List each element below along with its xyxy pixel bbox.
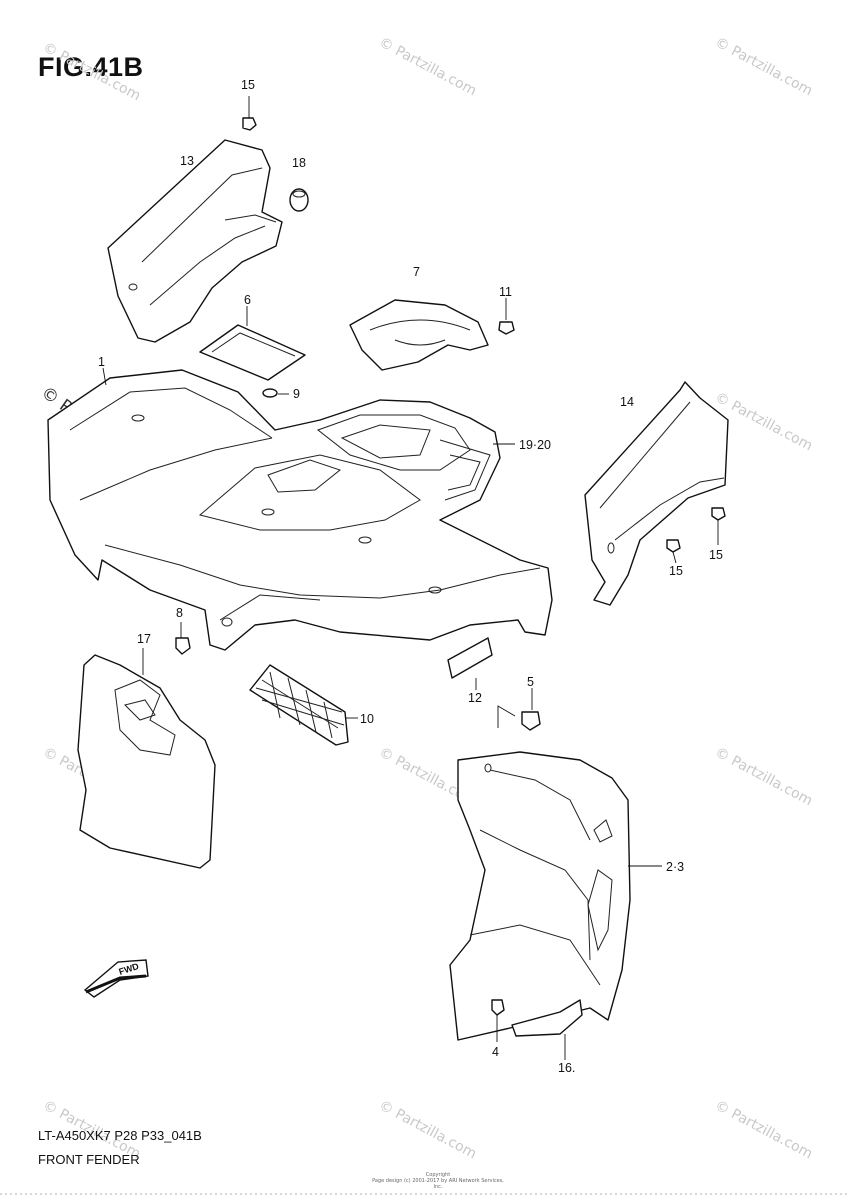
- callout-9: 9: [293, 387, 300, 401]
- part-15-bolt-top: [242, 96, 257, 131]
- watermark: © Partzilla.com: [376, 34, 479, 99]
- callout-13: 13: [180, 154, 194, 168]
- section-name: FRONT FENDER: [38, 1152, 140, 1167]
- callout-18: 18: [292, 156, 306, 170]
- fig-title: FIG.41B: [38, 52, 144, 82]
- callout-5: 5: [527, 675, 534, 689]
- watermark: © Partzilla.com: [40, 39, 143, 104]
- part-16-trim: [511, 999, 583, 1060]
- part-13-left-side-cover: [107, 139, 283, 343]
- callout-15-right: 15: [709, 548, 723, 562]
- callout-15-lower: 15: [669, 564, 683, 578]
- callout-10: 10: [360, 712, 374, 726]
- part-17-mud-guard: [77, 648, 216, 869]
- part-8-clip: [175, 622, 191, 655]
- callout-15: 15: [241, 78, 255, 92]
- part-14-right-side-cover: [584, 381, 729, 606]
- callout-8: 8: [176, 606, 183, 620]
- callout-11: 11: [499, 285, 512, 299]
- part-4-bolt: [491, 999, 505, 1042]
- copyright-line-2: Page design (c) 2001-2017 by ARI Network…: [372, 1178, 504, 1190]
- callout-1: 1: [98, 355, 105, 369]
- callout-16: 16.: [558, 1061, 575, 1075]
- part-18-grommet: [289, 188, 309, 212]
- callout-12: 12: [468, 691, 482, 705]
- fwd-arrow-icon: FWD: [83, 959, 149, 998]
- watermark: © Partzilla.com: [712, 34, 815, 99]
- callout-17: 17: [137, 632, 151, 646]
- model-code: LT-A450XK7 P28 P33_041B: [38, 1128, 202, 1143]
- watermark: © Partzilla.com: [712, 744, 815, 809]
- part-12-reflector: [447, 637, 493, 690]
- part-7-headlight-cover: [349, 299, 489, 371]
- part-2-3-inner-fender: [449, 751, 662, 1041]
- watermark: © Partzilla.com: [376, 1097, 479, 1162]
- part-11-bolt: [498, 298, 515, 335]
- callout-14: 14: [620, 395, 634, 409]
- part-15-bolts-right: [666, 507, 726, 564]
- callout-7: 7: [413, 265, 420, 279]
- callout-19-20: 19·20: [519, 438, 551, 452]
- copyright-line-1: Copyright: [425, 1172, 451, 1178]
- part-9-nut: [262, 388, 289, 398]
- copyright-notice: Copyright Page design (c) 2001-2017 by A…: [368, 1172, 508, 1190]
- part-10-grille: [249, 664, 358, 746]
- callout-4: 4: [492, 1045, 499, 1059]
- callout-6: 6: [244, 293, 251, 307]
- part-5-bolt: [497, 688, 541, 731]
- part-6-lid: [199, 306, 306, 381]
- part-1-front-fender: [47, 367, 553, 651]
- callout-labels: 15 13 18 7 11 6 1 9 14 19·20 15 15 8 17 …: [98, 78, 723, 1075]
- callout-2-3: 2·3: [666, 860, 684, 874]
- watermark: © Partzilla.com: [712, 1097, 815, 1162]
